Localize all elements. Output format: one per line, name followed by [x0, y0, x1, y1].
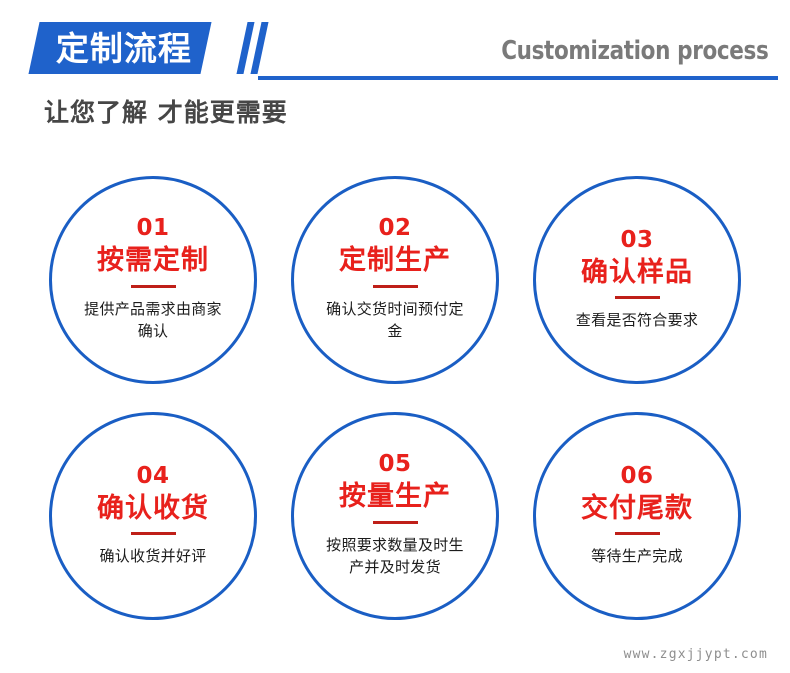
step-description: 等待生产完成: [591, 546, 683, 565]
step-description: 确认收货并好评: [99, 546, 207, 565]
step-description: 提供产品需求由商家确认: [84, 299, 222, 341]
steps-grid: 01 按需定制 提供产品需求由商家确认 02 定制生产 确认交货时间预付定金 0…: [0, 176, 790, 620]
step-card: 04 确认收货 确认收货并好评: [49, 412, 257, 620]
step-card: 06 交付尾款 等待生产完成: [533, 412, 741, 620]
step-description: 查看是否符合要求: [575, 310, 699, 329]
step-card: 03 确认样品 查看是否符合要求: [533, 176, 741, 384]
banner-title-text: 定制流程: [56, 28, 192, 68]
step-title: 按需定制: [97, 245, 209, 277]
step-divider: [372, 284, 418, 288]
page-subtitle: 让您了解 才能更需要: [44, 98, 288, 127]
step-card: 02 定制生产 确认交货时间预付定金: [291, 176, 499, 384]
page-header: 定制流程 Customization process 让您了解 才能更需要: [0, 0, 790, 125]
step-title: 确认收货: [97, 492, 209, 524]
step-card: 05 按量生产 按照要求数量及时生产并及时发货: [291, 412, 499, 620]
site-watermark: www.zgxjjypt.com: [623, 647, 768, 662]
step-number: 03: [620, 226, 654, 253]
step-title: 按量生产: [339, 481, 451, 513]
header-english-title: Customization process: [500, 36, 769, 66]
step-divider: [130, 531, 176, 535]
header-underline-rule: [258, 76, 778, 80]
step-divider: [372, 520, 418, 524]
step-divider: [614, 531, 660, 535]
step-divider: [614, 295, 660, 299]
step-number: 06: [620, 462, 654, 489]
banner-title-block: 定制流程: [28, 22, 212, 74]
banner-shape: 定制流程: [28, 22, 212, 74]
step-title: 定制生产: [339, 245, 451, 277]
step-number: 04: [136, 462, 170, 489]
step-divider: [130, 284, 176, 288]
banner-slash-icon-2: [250, 22, 269, 74]
step-title: 确认样品: [581, 256, 693, 288]
step-card: 01 按需定制 提供产品需求由商家确认: [49, 176, 257, 384]
step-number: 01: [136, 215, 170, 242]
step-description: 按照要求数量及时生产并及时发货: [326, 535, 464, 577]
step-number: 05: [378, 451, 412, 478]
step-description: 确认交货时间预付定金: [326, 299, 464, 341]
step-title: 交付尾款: [581, 492, 693, 524]
step-number: 02: [378, 215, 412, 242]
